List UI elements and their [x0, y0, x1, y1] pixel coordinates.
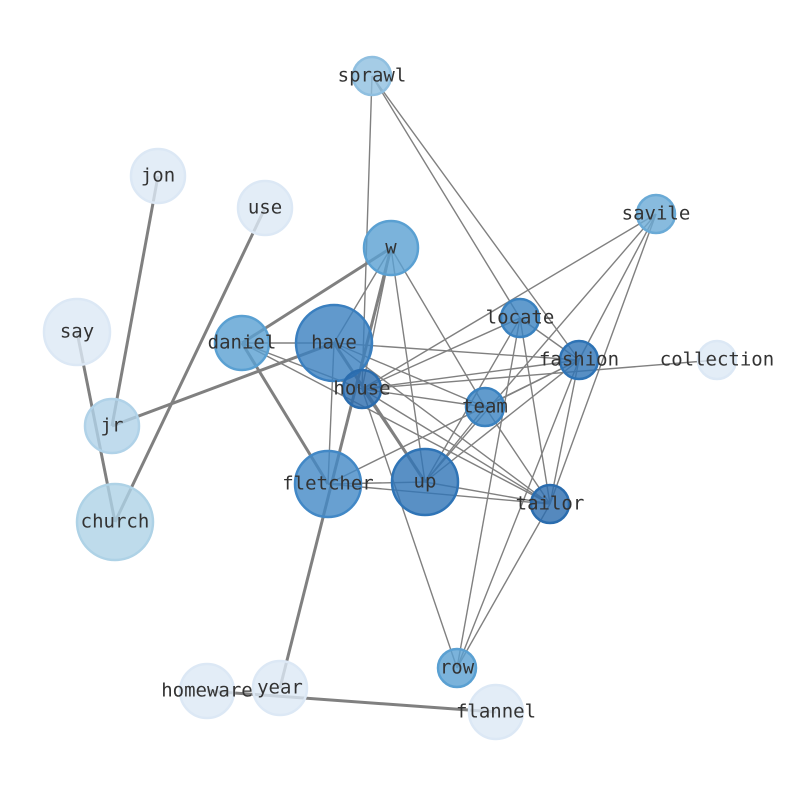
node-label-fletcher: fletcher — [282, 473, 374, 495]
node-label-flannel: flannel — [456, 701, 536, 723]
node-label-use: use — [248, 197, 282, 219]
node-label-up: up — [414, 471, 437, 493]
node-use — [236, 179, 294, 237]
node-savile — [635, 193, 677, 235]
node-locate — [499, 297, 541, 339]
node-label-have: have — [311, 332, 357, 354]
node-label-fashion: fashion — [539, 349, 619, 371]
node-label-year: year — [257, 677, 303, 699]
node-label-sprawl: sprawl — [338, 65, 407, 87]
edge-house-tailor — [361, 388, 551, 505]
labels-layer: sprawl jon use savile w locate say daniel have fa… — [60, 65, 774, 723]
node-house — [341, 368, 383, 410]
node-fletcher — [293, 449, 363, 519]
node-label-house: house — [333, 378, 390, 400]
node-label-tailor: tailor — [516, 493, 585, 515]
edge-savile-tailor — [549, 213, 657, 505]
edge-locate-tailor — [519, 317, 551, 505]
node-team — [464, 386, 506, 428]
edge-have-fashion — [333, 342, 580, 361]
node-year — [251, 659, 309, 717]
node-label-church: church — [81, 511, 150, 533]
node-sprawl — [351, 55, 393, 97]
node-label-team: team — [462, 396, 508, 418]
node-church — [75, 482, 155, 562]
edge-sprawl-fashion — [371, 75, 580, 361]
nodes-layer — [42, 55, 738, 741]
edge-fashion-fletcher — [327, 359, 580, 485]
edge-savile-fashion — [578, 213, 657, 361]
node-jon — [129, 147, 187, 205]
node-say — [42, 297, 112, 367]
edge-fashion-row — [456, 359, 580, 669]
node-label-savile: savile — [622, 203, 691, 225]
node-label-say: say — [60, 321, 94, 343]
node-label-homeware: homeware — [161, 680, 253, 702]
edge-have-tailor — [333, 342, 551, 505]
edge-sprawl-locate — [371, 75, 521, 319]
node-label-locate: locate — [486, 307, 555, 329]
node-fashion — [558, 339, 600, 381]
node-row — [436, 647, 478, 689]
edge-house-row — [361, 388, 458, 669]
node-label-collection: collection — [660, 349, 774, 371]
edge-use-church — [113, 207, 267, 523]
node-have — [294, 303, 374, 383]
edge-house-locate — [361, 317, 521, 390]
edge-house-collection — [361, 359, 718, 390]
edge-tailor-row — [456, 503, 551, 669]
edge-jr-have — [111, 341, 335, 428]
node-label-jon: jon — [141, 165, 175, 187]
node-label-w: w — [385, 237, 397, 259]
node-daniel — [213, 314, 271, 372]
node-homeware — [178, 662, 236, 720]
edge-house-fashion — [361, 359, 580, 390]
edge-w-up — [390, 247, 426, 483]
edge-daniel-tailor — [241, 342, 551, 505]
node-jr — [83, 397, 141, 455]
edge-savile-up — [424, 213, 657, 483]
node-flannel — [467, 683, 525, 741]
node-label-jr: jr — [101, 415, 124, 437]
edge-house-team — [361, 388, 486, 408]
node-up — [390, 447, 460, 517]
node-label-row: row — [440, 657, 475, 679]
edge-fashion-tailor — [549, 359, 580, 505]
edge-jon-jr — [110, 175, 160, 427]
node-collection — [696, 339, 738, 381]
node-label-daniel: daniel — [208, 332, 277, 354]
node-w — [362, 219, 420, 277]
node-tailor — [529, 483, 571, 525]
